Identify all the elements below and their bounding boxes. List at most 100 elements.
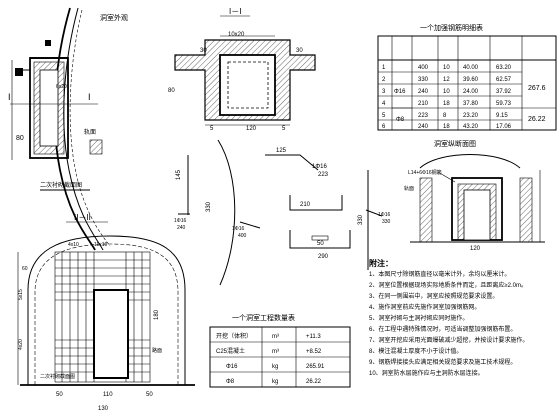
svg-text:24.00: 24.00 [463, 89, 479, 95]
note-item: 2、洞室位置根据现场实际地质条件而定，且距离应≥2.0m。 [369, 283, 527, 289]
section-marker-top [15, 68, 23, 76]
note-item: 4、施作洞室前应先施作洞室加强钢筋网。 [369, 305, 481, 311]
qty-table: 一个洞室工程数量表 开挖（体积） m³ +11.3 C25混凝土 m³ +8.5… [209, 313, 351, 388]
dim-11x10: 11x10 [94, 242, 107, 248]
section-2-2-title: II－II [74, 213, 91, 222]
svg-text:9.15: 9.15 [496, 113, 508, 119]
qty-row: Φ16 kg 265.91 [226, 364, 325, 370]
dim-50a: 50 [56, 392, 63, 398]
bar9-len: 330 [382, 219, 391, 225]
svg-text:240: 240 [418, 89, 429, 95]
svg-text:3: 3 [382, 89, 386, 95]
rebar-shape-4 [289, 195, 343, 211]
dim-330: 330 [358, 214, 364, 225]
svg-text:26.22: 26.22 [528, 116, 546, 123]
section-1-1: I－I 10x20 30 30 120 5 5 80 [168, 7, 316, 132]
elevation-view: 洞室外观 I I 6x20 80 轨面 二次衬砌截面图 [8, 7, 128, 251]
qty-row: C25混凝土 m³ +8.52 [216, 347, 322, 355]
dim-4x10: 4x10 [68, 242, 79, 248]
note-item: 3、在同一侧围岩中，洞室应按照规范要求设置。 [369, 294, 499, 300]
notes-heading: 附注： [369, 259, 393, 268]
svg-text:+8.52: +8.52 [306, 349, 322, 355]
svg-text:4: 4 [382, 101, 386, 107]
dim-5a: 5 [210, 126, 214, 132]
niche-detail-view: 洞室纵断面图 L14+6Φ16钢筋 120 轨面 [404, 139, 545, 252]
footing-block [89, 139, 103, 155]
dim-120: 120 [246, 126, 257, 132]
section-1-1-title: I－I [229, 7, 241, 16]
svg-text:37.80: 37.80 [463, 101, 479, 107]
dim-30b: 30 [296, 48, 303, 54]
section-mark-right: I [88, 92, 91, 102]
dim-6x20: 6x20 [56, 84, 67, 90]
notes-block: 附注： 1、本图尺寸除钢筋直径以毫米计外，余均以厘米计。 2、洞室位置根据现场实… [369, 258, 557, 380]
detail-label-14: L14+6Φ16钢筋 [408, 169, 442, 176]
svg-text:63.20: 63.20 [496, 65, 512, 71]
anchor-block [45, 40, 51, 46]
svg-text:26.22: 26.22 [306, 379, 322, 385]
svg-text:18: 18 [443, 101, 450, 107]
svg-text:240: 240 [418, 124, 429, 130]
svg-text:18: 18 [443, 124, 450, 130]
svg-text:Φ8: Φ8 [396, 117, 405, 123]
svg-text:12: 12 [443, 77, 450, 83]
svg-text:Φ16: Φ16 [394, 89, 406, 95]
svg-text:210: 210 [418, 101, 429, 107]
detail-ground: 轨面 [404, 185, 414, 192]
dim-30: 30 [200, 48, 207, 54]
detail-120: 120 [470, 246, 481, 252]
rebar-table: 一个加强钢筋明细表 1 400 10 40.00 63.20 2 330 12 … [377, 23, 557, 131]
dim-50b: 50 [146, 392, 153, 398]
svg-text:37.92: 37.92 [496, 89, 512, 95]
svg-text:6: 6 [382, 124, 386, 130]
svg-text:8: 8 [443, 113, 447, 119]
svg-text:39.60: 39.60 [463, 77, 479, 83]
rebar-row: 4 210 18 37.80 59.73 [382, 101, 512, 107]
bar6-len: 330 [206, 201, 212, 212]
qty-row: 开挖（体积） m³ +11.3 [216, 332, 321, 340]
bar2-len: 145 [176, 169, 182, 180]
svg-text:kg: kg [272, 379, 278, 385]
dim-80: 80 [16, 135, 24, 142]
svg-text:+11.3: +11.3 [306, 334, 321, 340]
qty-table-title: 一个洞室工程数量表 [232, 313, 295, 322]
bar4-len: 210 [300, 202, 311, 208]
niche-opening-2 [93, 289, 129, 379]
svg-text:m³: m³ [272, 334, 279, 340]
dim-60: 60 [22, 266, 28, 272]
lining-label-2: 二次衬砌截面图 [40, 373, 75, 380]
svg-text:kg: kg [272, 364, 278, 370]
lining-inner-curve [63, 7, 104, 251]
rebar-row: 5 Φ8 223 8 23.20 9.15 26.22 [382, 113, 546, 123]
note-item: 8、模注混凝土厚度不小于设计值。 [369, 349, 463, 355]
section-mark-left: I [8, 92, 11, 102]
svg-text:Φ8: Φ8 [226, 379, 235, 385]
rebar-row: 3 Φ16 240 10 24.00 37.92 267.6 [382, 85, 546, 95]
svg-text:59.73: 59.73 [496, 101, 512, 107]
rebar-arc [217, 139, 236, 286]
detail-arch [419, 154, 521, 169]
svg-text:23.20: 23.20 [463, 113, 479, 119]
svg-text:开挖（体积）: 开挖（体积） [216, 332, 252, 340]
ground-label: 轨面 [84, 128, 96, 136]
rebar-table-title: 一个加强钢筋明细表 [420, 23, 483, 32]
dim-110: 110 [103, 392, 113, 398]
rebar-row: 2 330 12 39.60 62.57 [382, 77, 512, 83]
svg-text:Φ16: Φ16 [226, 364, 238, 370]
dim-10x20: 10x20 [228, 32, 245, 38]
lining-label: 二次衬砌截面图 [40, 181, 82, 189]
svg-text:265.91: 265.91 [306, 364, 325, 370]
section-2-2: II－II [17, 213, 195, 412]
svg-text:40.00: 40.00 [463, 65, 479, 71]
dim-4x20: 4x20 [18, 339, 24, 350]
svg-text:17.06: 17.06 [496, 124, 512, 130]
bar3-mark: 1Φ16 [174, 218, 187, 224]
svg-text:330: 330 [418, 77, 429, 83]
svg-text:2: 2 [382, 77, 386, 83]
lining-dashed-curve [69, 9, 111, 247]
rebar-shapes: 125 1Φ16 223 145 1Φ16 240 330 210 1Φ16 4… [174, 139, 391, 286]
wall-label: 路面 [152, 347, 162, 354]
lining-outer-curve [53, 7, 96, 251]
svg-text:43.20: 43.20 [463, 124, 479, 130]
